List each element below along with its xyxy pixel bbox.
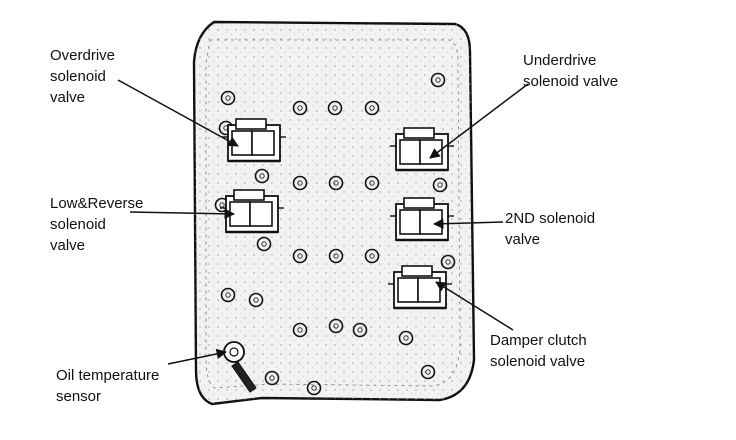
label-low-reverse: Low&Reverse solenoid valve [50, 195, 144, 254]
leader-damper [435, 281, 514, 331]
label-damper-clutch: Damper clutch solenoid valve [490, 332, 587, 370]
label-oil-temperature: Oil temperature sensor [56, 367, 160, 405]
underdrive-solenoid [388, 126, 456, 172]
label-overdrive: Overdrive solenoid valve [50, 47, 116, 106]
low-reverse-solenoid [218, 188, 286, 234]
leader-oil-temp [167, 348, 228, 365]
label-underdrive: Underdrive solenoid valve [523, 52, 619, 90]
oil-temperature-sensor-shape [223, 341, 257, 393]
leader-second [432, 218, 504, 229]
leader-low-reverse [129, 208, 236, 220]
overdrive-solenoid [220, 117, 288, 163]
damper-clutch-solenoid [386, 264, 454, 310]
leader-underdrive [429, 83, 529, 159]
label-second: 2ND solenoid valve [505, 210, 596, 248]
leader-overdrive [117, 79, 239, 147]
second-solenoid [388, 196, 456, 242]
